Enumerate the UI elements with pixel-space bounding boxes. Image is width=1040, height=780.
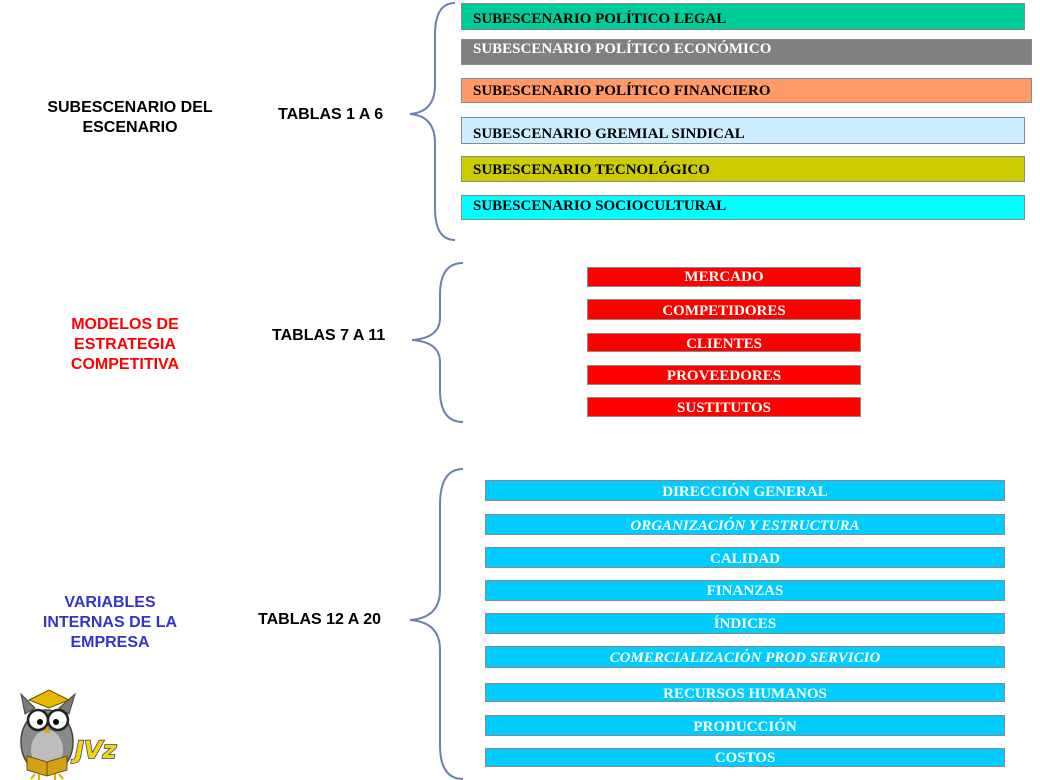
box-produccion: PRODUCCIÓN <box>485 715 1005 736</box>
box-organizacion-estructura: ORGANIZACIÓN Y ESTRUCTURA <box>485 514 1005 535</box>
owl-logo-icon: JVz <box>20 689 118 780</box>
box-politico-financiero: SUBESCENARIO POLÍTICO FINANCIERO <box>461 78 1032 103</box>
brace-section-2 <box>411 262 464 423</box>
section-label-variables: VARIABLES INTERNAS DE LA EMPRESA <box>42 594 178 651</box>
box-recursos-humanos: RECURSOS HUMANOS <box>485 683 1005 702</box>
brace-section-1 <box>409 2 456 241</box>
box-finanzas: FINANZAS <box>485 580 1005 601</box>
brace-section-3 <box>409 468 464 780</box>
section-label-subescenario: SUBESCENARIO DEL ESCENARIO <box>47 99 213 136</box>
box-indices: ÍNDICES <box>485 613 1005 634</box>
tablas-label-2: TABLAS 7 A 11 <box>272 327 386 344</box>
box-direccion-general: DIRECCIÓN GENERAL <box>485 480 1005 501</box>
logo-text: JVz <box>71 736 118 764</box>
box-costos: COSTOS <box>485 748 1005 767</box>
box-mercado: MERCADO <box>587 267 861 287</box>
section-label-modelos: MODELOS DE ESTRATEGIA COMPETITIVA <box>70 316 180 373</box>
tablas-label-3: TABLAS 12 A 20 <box>258 611 381 628</box>
box-gremial-sindical: SUBESCENARIO GREMIAL SINDICAL <box>461 117 1025 144</box>
box-sociocultural: SUBESCENARIO SOCIOCULTURAL <box>461 195 1025 220</box>
box-politico-legal: SUBESCENARIO POLÍTICO LEGAL <box>461 3 1025 30</box>
box-sustitutos: SUSTITUTOS <box>587 397 861 417</box>
box-clientes: CLIENTES <box>587 333 861 352</box>
box-tecnologico: SUBESCENARIO TECNOLÓGICO <box>461 156 1025 182</box>
box-competidores: COMPETIDORES <box>587 299 861 320</box>
box-calidad: CALIDAD <box>485 547 1005 568</box>
box-politico-economico: SUBESCENARIO POLÍTICO ECONÓMICO <box>461 39 1032 65</box>
tablas-label-1: TABLAS 1 A 6 <box>278 106 384 123</box>
box-comercializacion: COMERCIALIZACIÓN PROD SERVICIO <box>485 646 1005 668</box>
box-proveedores: PROVEEDORES <box>587 365 861 385</box>
